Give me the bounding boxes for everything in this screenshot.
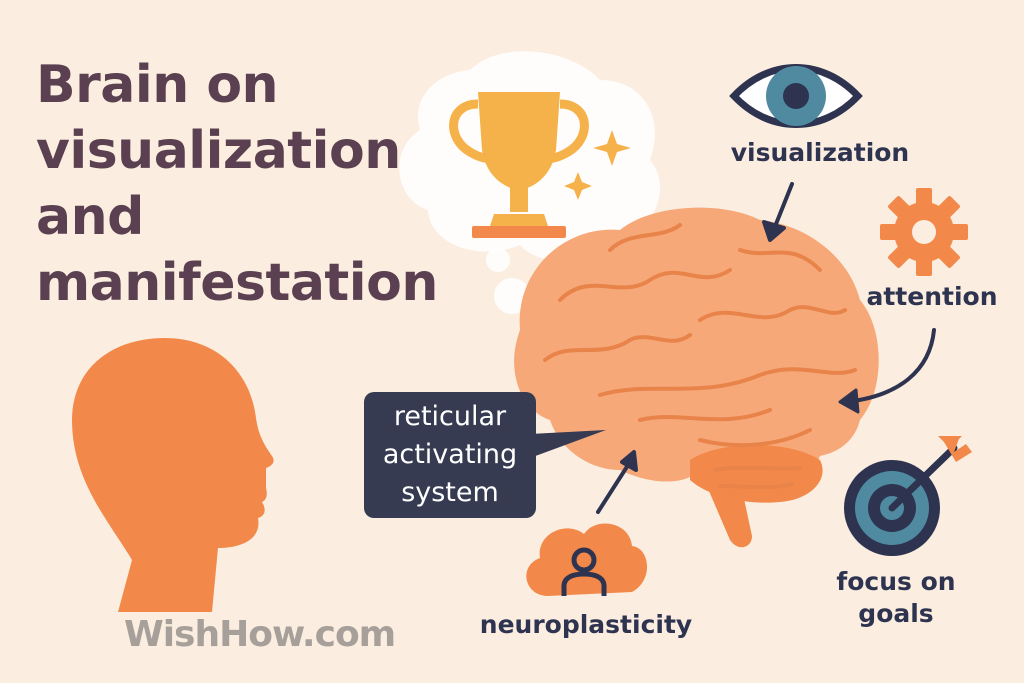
arrowhead-neuroplasticity [620, 450, 638, 472]
arrow-attention [844, 328, 936, 404]
watermark: WishHow.com [124, 614, 396, 655]
label-neuroplasticity: neuroplasticity [479, 610, 693, 639]
focus-line-1: focus on [836, 567, 956, 596]
trophy-icon [449, 92, 589, 238]
eye-icon [729, 64, 863, 128]
reticular-callout-box [364, 392, 536, 518]
cloud-icon [526, 523, 648, 596]
title-line-4: manifestation [36, 253, 438, 313]
focus-line-2: goals [858, 599, 934, 628]
page-title: Brain on visualization and manifestation [36, 52, 438, 316]
arrowhead-visualization [762, 220, 786, 242]
title-line-2: visualization [36, 121, 401, 181]
gear-icon [880, 188, 968, 276]
reticular-line-1: reticular [393, 401, 507, 432]
arrowhead-attention [838, 388, 860, 414]
label-attention: attention [866, 282, 998, 311]
title-line-1: Brain on [36, 55, 279, 115]
sparkle-icon [564, 130, 631, 200]
label-visualization: visualization [730, 138, 910, 167]
reticular-callout-text: reticular activating system [364, 398, 536, 512]
reticular-line-2: activating [382, 439, 518, 470]
reticular-line-3: system [401, 477, 499, 508]
target-icon [844, 436, 972, 556]
title-line-3: and [36, 187, 144, 247]
brain-icon [514, 207, 879, 548]
person-icon [561, 547, 607, 596]
callout-pointer [530, 430, 606, 458]
head-silhouette-icon [72, 338, 274, 612]
arrow-neuroplasticity [596, 460, 632, 514]
label-focus-on-goals: focus on goals [826, 566, 966, 630]
